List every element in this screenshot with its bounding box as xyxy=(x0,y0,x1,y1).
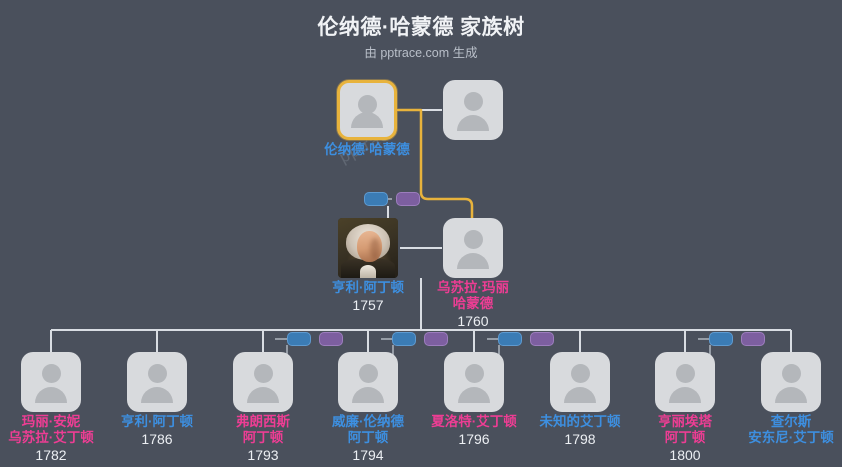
node-root-person[interactable]: 伦纳德·哈蒙德 xyxy=(324,80,410,157)
badge-blue[interactable] xyxy=(392,332,416,346)
node-root-spouse[interactable] xyxy=(443,80,503,140)
label-child-3: 弗朗西斯阿丁顿 1793 xyxy=(236,414,290,464)
avatar-child-4[interactable] xyxy=(338,352,398,412)
badge-blue[interactable] xyxy=(498,332,522,346)
person-name: 查尔斯 xyxy=(770,414,812,429)
person-placeholder-icon xyxy=(463,92,483,111)
avatar-child-2[interactable] xyxy=(127,352,187,412)
label-child-6: 未知的艾丁顿 1798 xyxy=(540,414,621,448)
person-name-line2: 阿丁顿 xyxy=(347,430,389,445)
node-child-5[interactable]: 夏洛特·艾丁顿 1796 xyxy=(431,352,517,447)
person-name: 亨丽埃塔 xyxy=(658,414,712,429)
badge-purple[interactable] xyxy=(424,332,448,346)
avatar-child-6[interactable] xyxy=(550,352,610,412)
person-placeholder-icon xyxy=(253,364,273,383)
person-name: 夏洛特·艾丁顿 xyxy=(431,414,517,429)
person-name: 威廉·伦纳德 xyxy=(332,414,404,429)
person-placeholder-icon xyxy=(570,364,590,383)
node-child-7[interactable]: 亨丽埃塔阿丁顿 1800 xyxy=(655,352,715,463)
person-placeholder-icon xyxy=(464,364,484,383)
person-name-line2: 安东尼·艾丁顿 xyxy=(748,430,834,445)
label-child-2: 亨利·阿丁顿 1786 xyxy=(121,414,193,448)
person-year: 1794 xyxy=(352,447,384,463)
person-name-line2: 阿丁顿 xyxy=(664,430,706,445)
node-child-1[interactable]: 玛丽·安妮乌苏拉·艾丁顿 1782 xyxy=(8,352,94,463)
avatar-ursula-hammond[interactable] xyxy=(443,218,503,278)
chart-header: 伦纳德·哈蒙德 家族树 由 pptrace.com 生成 xyxy=(0,0,842,60)
label-ursula-hammond: 乌苏拉·玛丽 哈蒙德 1760 xyxy=(437,280,509,330)
person-placeholder-icon xyxy=(358,364,378,383)
label-child-8: 查尔斯安东尼·艾丁顿 xyxy=(748,414,834,446)
person-placeholder-icon xyxy=(357,95,377,114)
avatar-henry-addington[interactable] xyxy=(338,218,398,278)
node-child-2[interactable]: 亨利·阿丁顿 1786 xyxy=(121,352,193,447)
person-year: 1782 xyxy=(35,447,67,463)
node-child-8[interactable]: 查尔斯安东尼·艾丁顿 xyxy=(748,352,834,445)
person-year: 1760 xyxy=(457,313,489,329)
badge-purple[interactable] xyxy=(741,332,765,346)
person-year: 1798 xyxy=(564,431,596,447)
person-placeholder-icon xyxy=(675,364,695,383)
avatar-root-spouse[interactable] xyxy=(443,80,503,140)
node-child-4[interactable]: 威廉·伦纳德阿丁顿 1794 xyxy=(332,352,404,463)
avatar-child-5[interactable] xyxy=(444,352,504,412)
badge-blue[interactable] xyxy=(364,192,388,206)
person-year: 1796 xyxy=(458,431,490,447)
node-henry-addington[interactable]: 亨利·阿丁顿 1757 xyxy=(332,218,404,313)
avatar-root-person[interactable] xyxy=(337,80,397,140)
person-year: 1800 xyxy=(669,447,701,463)
person-name: 亨利·阿丁顿 xyxy=(332,280,404,295)
person-placeholder-icon xyxy=(463,230,483,249)
person-name-line2: 乌苏拉·艾丁顿 xyxy=(8,430,94,445)
avatar-child-7[interactable] xyxy=(655,352,715,412)
person-name: 伦纳德·哈蒙德 xyxy=(324,142,410,157)
badge-purple[interactable] xyxy=(530,332,554,346)
avatar-child-1[interactable] xyxy=(21,352,81,412)
badge-purple[interactable] xyxy=(319,332,343,346)
person-name: 亨利·阿丁顿 xyxy=(121,414,193,429)
person-name-line2: 哈蒙德 xyxy=(452,296,494,311)
person-placeholder-icon xyxy=(781,364,801,383)
page-title: 伦纳德·哈蒙德 家族树 xyxy=(317,16,525,39)
node-ursula-hammond[interactable]: 乌苏拉·玛丽 哈蒙德 1760 xyxy=(437,218,509,329)
person-name: 乌苏拉·玛丽 xyxy=(437,280,509,295)
badge-blue[interactable] xyxy=(287,332,311,346)
person-name: 弗朗西斯 xyxy=(236,414,290,429)
label-child-5: 夏洛特·艾丁顿 1796 xyxy=(431,414,517,448)
person-year: 1793 xyxy=(247,447,279,463)
person-name: 玛丽·安妮 xyxy=(21,414,81,429)
person-year: 1786 xyxy=(141,431,173,447)
label-child-4: 威廉·伦纳德阿丁顿 1794 xyxy=(332,414,404,464)
label-root-person: 伦纳德·哈蒙德 xyxy=(324,142,410,158)
node-child-3[interactable]: 弗朗西斯阿丁顿 1793 xyxy=(233,352,293,463)
node-child-6[interactable]: 未知的艾丁顿 1798 xyxy=(540,352,621,447)
label-child-1: 玛丽·安妮乌苏拉·艾丁顿 1782 xyxy=(8,414,94,464)
avatar-child-8[interactable] xyxy=(761,352,821,412)
person-placeholder-icon xyxy=(147,364,167,383)
person-year: 1757 xyxy=(352,297,384,313)
avatar-child-3[interactable] xyxy=(233,352,293,412)
badge-purple[interactable] xyxy=(396,192,420,206)
person-name-line2: 阿丁顿 xyxy=(242,430,284,445)
badge-blue[interactable] xyxy=(709,332,733,346)
page-subtitle: 由 pptrace.com 生成 xyxy=(364,46,478,60)
person-placeholder-icon xyxy=(41,364,61,383)
label-henry-addington: 亨利·阿丁顿 1757 xyxy=(332,280,404,314)
person-name: 未知的艾丁顿 xyxy=(539,414,621,429)
label-child-7: 亨丽埃塔阿丁顿 1800 xyxy=(658,414,712,464)
